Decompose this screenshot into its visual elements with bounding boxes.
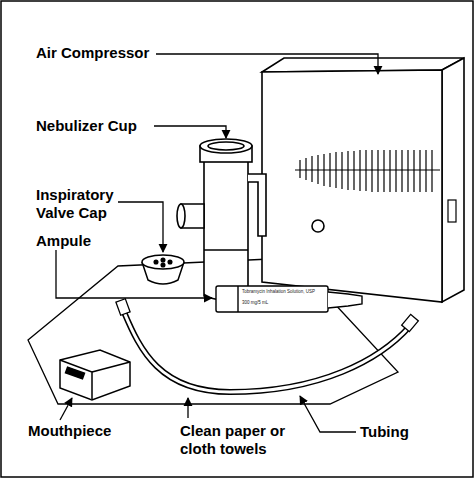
nebulizer-cup [177,139,266,300]
valve-cap [142,255,184,284]
leader-lines [56,54,378,432]
part-label: Nebulizer Cup [36,117,166,135]
part-label: Air Compressor [36,44,176,62]
ampule-print: Tobramycin Inhalation Solution, USP [242,289,324,294]
tubing [116,299,418,392]
part-label: Inspiratory Valve Cap [36,186,131,222]
air-compressor [262,58,464,302]
part-label: Clean paper or cloth towels [180,422,302,458]
mouthpiece [60,350,130,400]
ampule-print: 300 mg/5 mL [242,300,324,305]
ampule [216,286,362,312]
part-label: Tubing [360,423,440,441]
part-label: Mouthpiece [28,422,138,440]
part-label: Ampule [36,232,116,250]
